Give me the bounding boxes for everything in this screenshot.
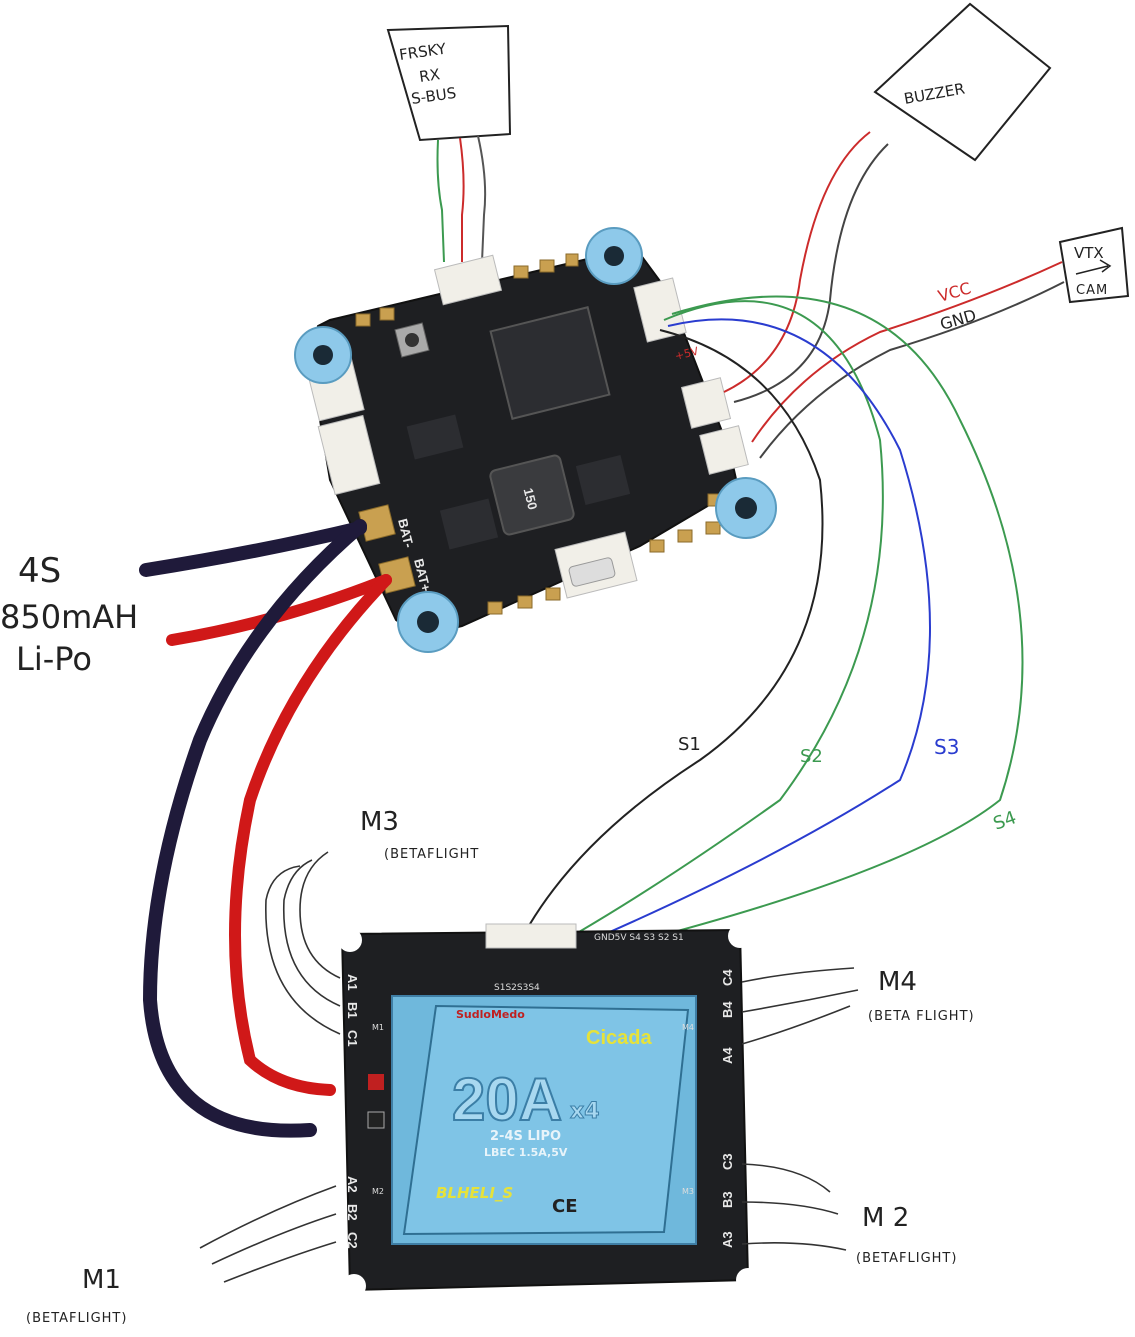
esc-tag-m4: M4 (682, 1023, 694, 1032)
motor-wires (199, 851, 859, 1283)
m1-name: M1 (82, 1265, 121, 1295)
plus5v-label: +5V (674, 344, 701, 362)
signal-wire-s1 (509, 329, 824, 963)
pad-b4: B4 (720, 1001, 735, 1018)
m2-name: M 2 (862, 1203, 909, 1233)
cam-label: CAM (1076, 283, 1108, 298)
bat-minus-label: BAT- (395, 517, 417, 549)
battery-capacity: 850mAH (0, 598, 138, 636)
esc-spec2: LBEC 1.5A,5V (484, 1146, 568, 1159)
esc-pads-right: C4 B4 A4 C3 B3 A3 (720, 969, 735, 1248)
esc-minus-pad (367, 1111, 385, 1129)
s2-label: S2 (800, 746, 823, 767)
esc-rating: 20A (452, 1066, 562, 1133)
esc-pads-left: A1 B1 C1 A2 B2 C2 (345, 974, 360, 1249)
esc-plus-pad (368, 1074, 384, 1090)
boot-button-cap (405, 333, 419, 347)
pad-a3: A3 (720, 1231, 735, 1248)
m4-note: (BETA FLIGHT) (868, 1009, 975, 1024)
pad-a1: A1 (345, 974, 360, 991)
power-chip (575, 455, 631, 505)
pad-c4: C4 (720, 969, 735, 986)
esc-signal-header (485, 923, 577, 949)
s4-label: S4 (991, 807, 1020, 835)
signal-wires (509, 295, 1024, 963)
battery-label: 4S 850mAH Li-Po (0, 551, 138, 678)
s3-label: S3 (934, 735, 959, 759)
esc-signal-label: S1S2S3S4 (494, 983, 540, 993)
pad-c1: C1 (345, 1030, 360, 1047)
signal-wire-s2 (525, 300, 884, 963)
esc-board: GND5V S4 S3 S2 S1 S1S2S3S4 SudloMedo Cic… (338, 923, 760, 1298)
fc-mount-grommets (294, 227, 777, 653)
receiver-line-2: RX (418, 65, 441, 86)
esc-marks: CE (552, 1196, 578, 1217)
esc-tag-m1: M1 (372, 1023, 384, 1032)
receiver-box: FRSKY RX S-BUS (386, 24, 512, 142)
arrow-icon (1075, 259, 1112, 275)
esc-model: Cicada (586, 1027, 652, 1049)
usb-port (568, 557, 616, 587)
buzzer-wires (723, 131, 889, 403)
esc-tag-m3: M3 (682, 1187, 694, 1196)
m3-note: (BETAFLIGHT (384, 847, 479, 862)
flight-controller-board: 150 BAT- BAT+ +5V (305, 252, 749, 638)
esc-spec1: 2-4S LIPO (490, 1129, 561, 1144)
vtx-label: VTX (1074, 244, 1104, 262)
motor-label-m3: M3 (BETAFLIGHT (360, 807, 479, 862)
buzzer-label: BUZZER (903, 80, 967, 108)
inductor-label: 150 (521, 487, 541, 512)
signal-wire-s3 (539, 318, 931, 963)
esc-header-label: GND5V S4 S3 S2 S1 (594, 933, 684, 943)
pad-c2: C2 (345, 1232, 360, 1249)
pad-b1: B1 (345, 1002, 360, 1019)
m4-name: M4 (878, 967, 917, 997)
battery-chemistry: Li-Po (16, 640, 92, 678)
motor-label-m2: M 2 (BETAFLIGHT) (856, 1203, 957, 1266)
pad-b3: B3 (720, 1191, 735, 1208)
battery-cells: 4S (18, 551, 61, 591)
m3-name: M3 (360, 807, 399, 837)
mcu-chip (489, 306, 611, 420)
receiver-line-3: S-BUS (410, 84, 457, 108)
pad-a2: A2 (345, 1176, 360, 1193)
buzzer-box: BUZZER (873, 2, 1052, 162)
inductor (489, 454, 575, 536)
regulator-chip (406, 414, 464, 460)
esc-multiplier: x4 (570, 1099, 600, 1124)
vtx-wires (751, 261, 1065, 459)
signal-wire-s4 (555, 295, 1024, 963)
m2-note: (BETAFLIGHT) (856, 1251, 957, 1266)
vtx-box: VTX CAM (1058, 226, 1130, 304)
pad-a4: A4 (720, 1047, 735, 1064)
fc-pads (355, 253, 723, 635)
mosfet-chip (439, 498, 499, 550)
motor-label-m4: M4 (BETA FLIGHT) (868, 967, 975, 1024)
pad-b2: B2 (345, 1204, 360, 1221)
esc-firmware: BLHELI_S (436, 1184, 513, 1202)
m1-note: (BETAFLIGHT) (26, 1311, 127, 1326)
pad-c3: C3 (720, 1153, 735, 1170)
receiver-line-1: FRSKY (398, 39, 448, 63)
esc-brand: SudloMedo (456, 1008, 525, 1021)
motor-label-m1: M1 (BETAFLIGHT) (26, 1265, 127, 1326)
esc-tag-m2: M2 (372, 1187, 384, 1196)
receiver-wires (436, 135, 487, 263)
s1-label: S1 (678, 734, 701, 755)
battery-leads (139, 519, 392, 1138)
